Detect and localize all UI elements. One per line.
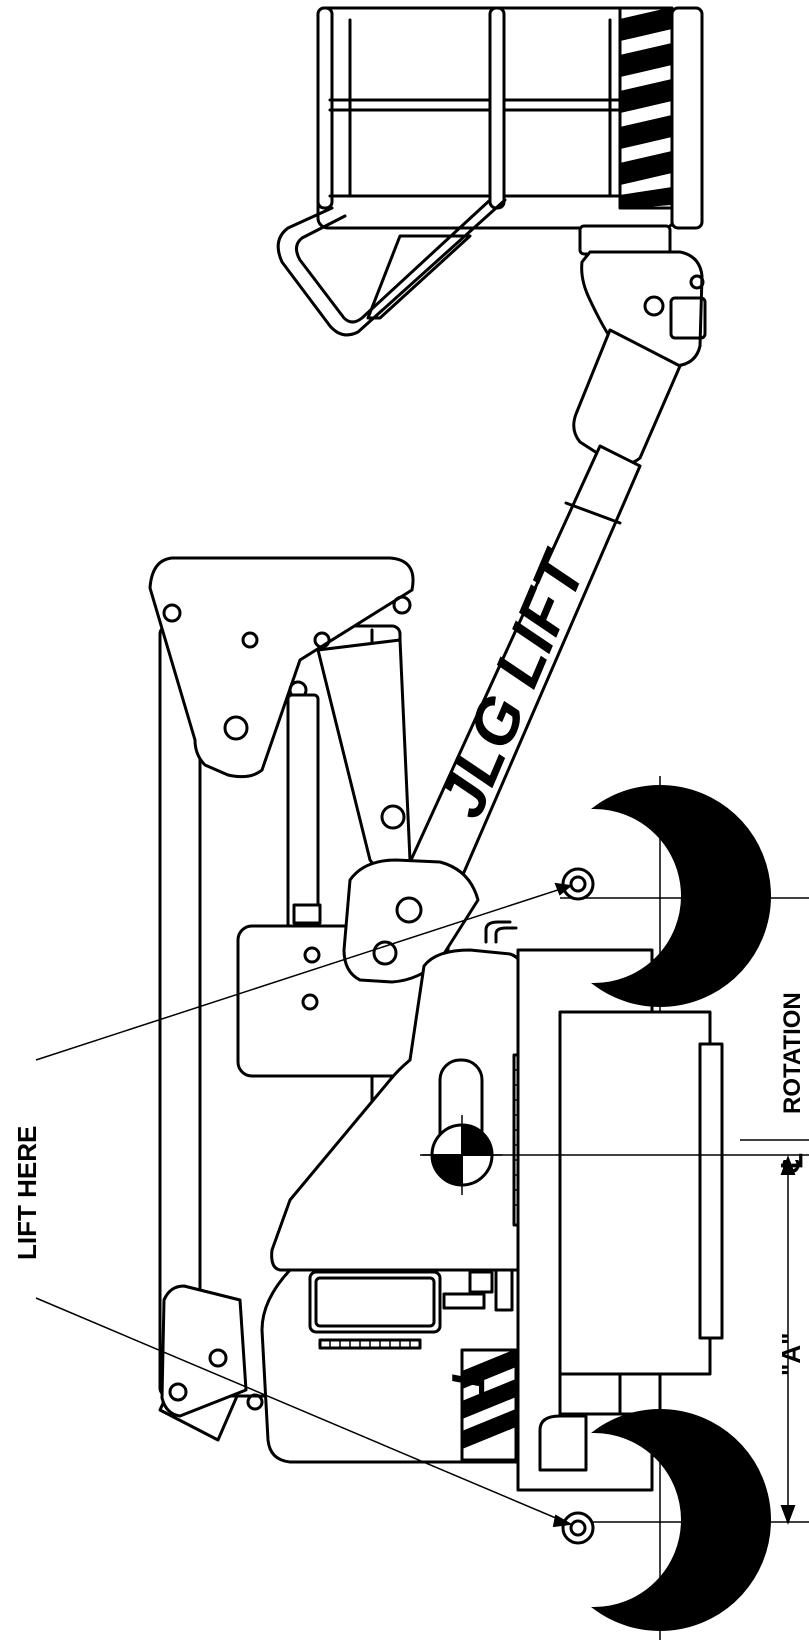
platform-hazard-stripes <box>618 6 674 210</box>
platform-rotator <box>578 224 707 368</box>
rotation-label: ROTATION <box>779 992 806 1114</box>
cab-hazard-stripes <box>460 1348 518 1462</box>
dimension-a <box>780 1155 796 1525</box>
front-wheel <box>560 776 809 1012</box>
centerline-symbol: ℄ <box>777 1153 808 1174</box>
lift-here-label: LIFT HERE <box>12 1126 42 1260</box>
frame-decal: T <box>442 1366 494 1398</box>
front-lift-lug-icon <box>561 867 595 901</box>
control-panel-vent <box>318 1338 422 1350</box>
rotation-centerline <box>420 1139 809 1156</box>
boom-brand-decal: JLG LIFT <box>425 540 602 828</box>
chassis-frame <box>516 948 724 1492</box>
rear-wheel <box>560 1400 809 1640</box>
turntable-body: T <box>160 858 536 1464</box>
platform-basket <box>276 6 704 337</box>
dimension-a-label: "A" <box>776 1333 806 1376</box>
rear-lift-lug-icon <box>561 1511 595 1545</box>
lift-here-leaders <box>35 882 574 1528</box>
